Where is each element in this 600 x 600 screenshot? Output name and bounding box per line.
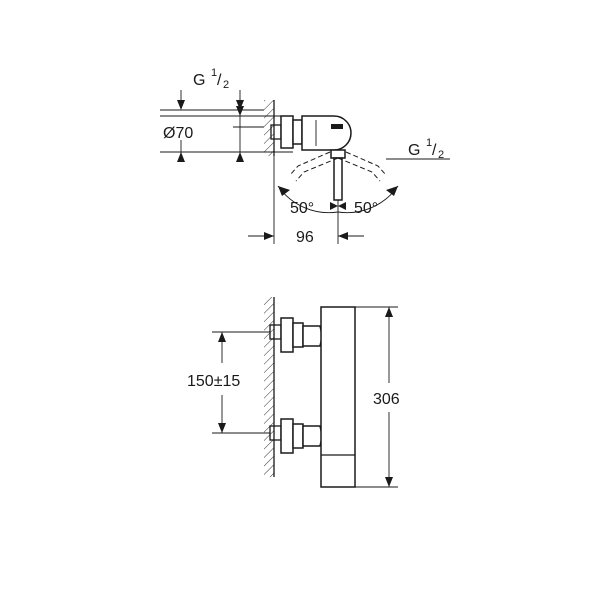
depth-label: 96	[296, 229, 314, 246]
angle-right-label: 50°	[354, 200, 378, 217]
escutcheon-top	[292, 119, 303, 145]
lower-escutcheon	[292, 423, 304, 449]
outlet-collar-top	[330, 149, 346, 159]
inlet-thread-slash: /	[217, 72, 222, 89]
angle-center-arrow-l	[330, 202, 338, 210]
upper-nut	[280, 317, 294, 353]
mixer-body-front	[320, 306, 356, 488]
inlet-arrow	[177, 100, 185, 110]
inlet-thread-num: 1	[211, 67, 217, 79]
inlet-thread-den: 2	[223, 79, 229, 91]
top-view: G 1 / 2 Ø70 G 1 / 2 50° 50°	[160, 67, 450, 246]
outlet-thread-slash: /	[432, 142, 437, 159]
height-label: 306	[373, 391, 400, 408]
lower-eccentric	[302, 425, 323, 447]
angle-left-arrow	[278, 186, 290, 196]
angle-left-label: 50°	[290, 200, 314, 217]
center-arrow-bottom	[218, 423, 226, 433]
wall-hatch-top	[264, 100, 274, 156]
diameter-arrow-left	[177, 152, 185, 162]
inlet-thread-prefix: G	[193, 72, 205, 89]
swivel-left-outline-2	[295, 157, 339, 182]
inlet-nut-top	[280, 115, 294, 149]
angle-right-arrow	[386, 186, 398, 196]
depth-arrow-right	[338, 232, 348, 240]
height-arrow-top	[385, 307, 393, 317]
depth-arrow-left	[264, 232, 274, 240]
diameter-label: Ø70	[163, 125, 193, 142]
angle-center-arrow-r	[338, 202, 346, 210]
outlet-thread-den: 2	[438, 149, 444, 161]
upper-eccentric	[302, 325, 323, 347]
outlet-thread-num: 1	[426, 137, 432, 149]
outlet-thread-prefix: G	[408, 142, 420, 159]
upper-escutcheon	[292, 322, 304, 348]
height-arrow-bottom	[385, 477, 393, 487]
diameter-arrow-bottom	[236, 152, 244, 162]
outlet-pipe-top	[333, 157, 343, 201]
diameter-arrow-top	[236, 106, 244, 116]
front-view: 150±15 306	[187, 297, 400, 488]
mixer-body-top	[301, 115, 352, 151]
swivel-right-outline-2	[337, 157, 381, 182]
knob-marker	[331, 124, 343, 129]
swivel-right-outline	[345, 151, 387, 176]
lower-nut	[280, 418, 294, 454]
wall-hatch-front	[264, 297, 274, 477]
center-distance-label: 150±15	[187, 373, 240, 390]
center-arrow-top	[218, 332, 226, 342]
inlet-arrow-2	[236, 100, 244, 110]
swivel-left-outline	[289, 151, 331, 176]
